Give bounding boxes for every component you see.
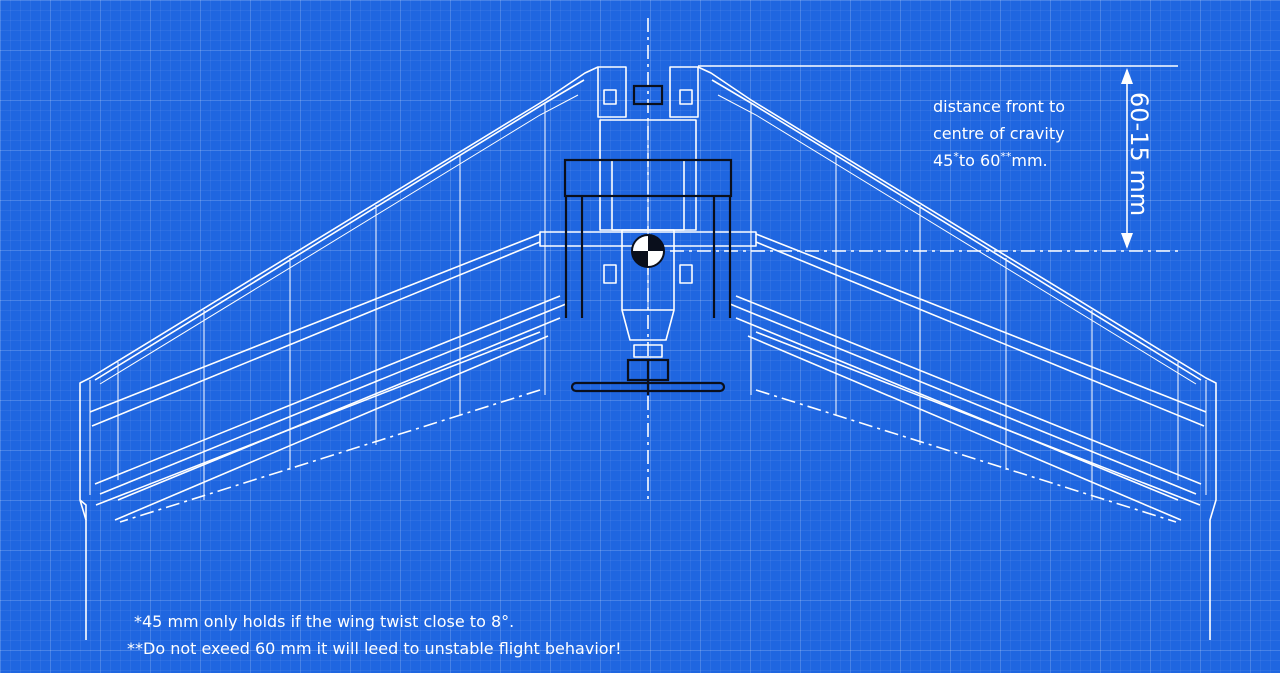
dimension-arrow xyxy=(1121,68,1133,249)
footnote-1: *45 mm only holds if the wing twist clos… xyxy=(134,612,514,631)
distance-label-line2: centre of cravity xyxy=(933,124,1065,143)
right-wing xyxy=(697,66,1217,640)
distance-label-line1: distance front to xyxy=(933,97,1065,116)
left-wing xyxy=(79,66,599,640)
dimension-label: 60-15 mm xyxy=(1125,92,1153,216)
cg-marker-icon xyxy=(631,234,665,268)
distance-label-line3: 45*to 60**mm. xyxy=(933,150,1048,170)
motor-assembly xyxy=(563,84,733,395)
footnote-2: **Do not exeed 60 mm it will leed to uns… xyxy=(127,639,622,658)
